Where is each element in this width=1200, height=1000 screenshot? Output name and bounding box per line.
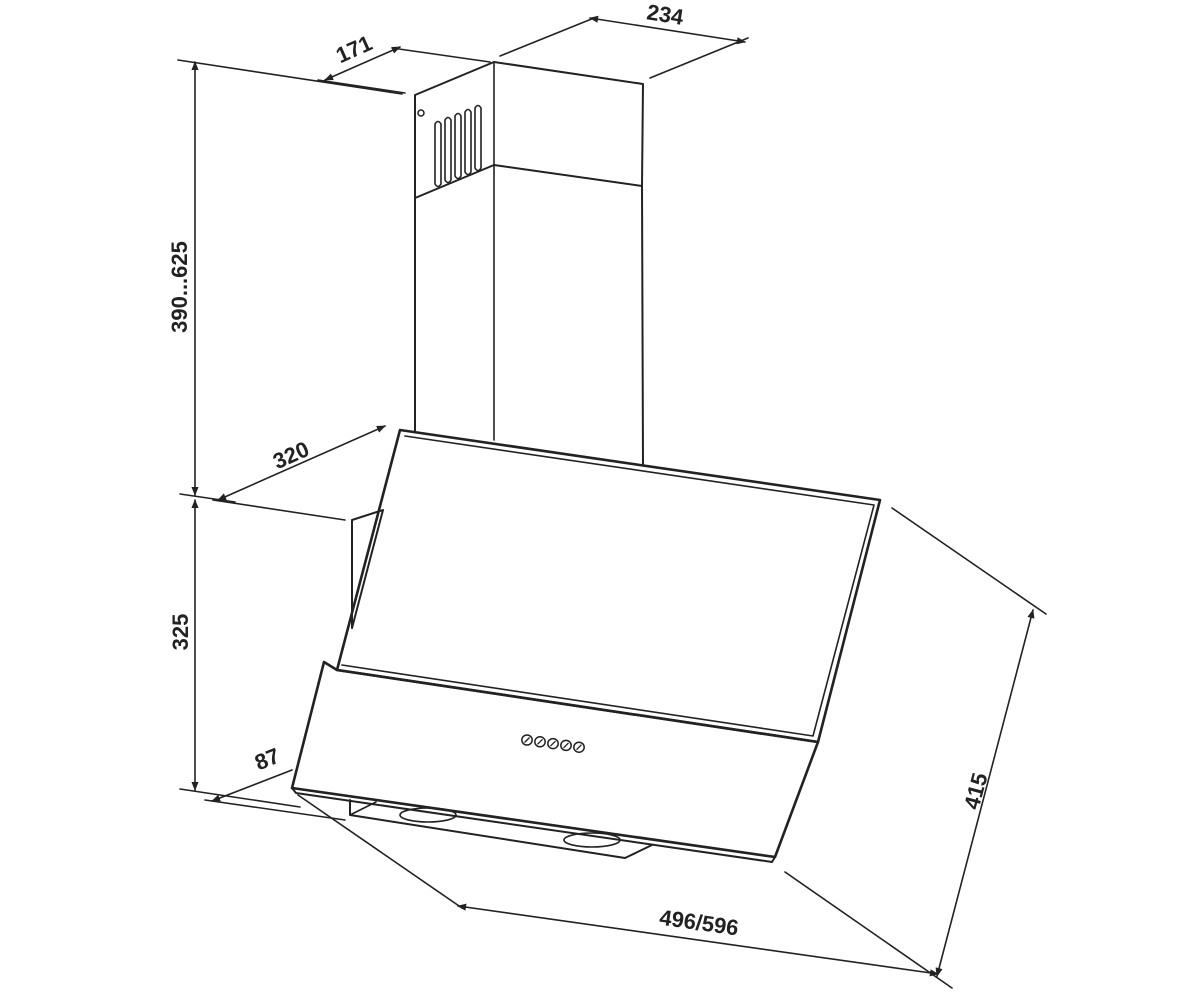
label-325: 325 [168,614,193,651]
hood-glass-panel [335,428,882,744]
dim-415 [935,609,1035,977]
label-320: 320 [269,436,313,474]
control-button [521,734,533,746]
control-button-mark [537,738,543,745]
dimension-lines [177,15,1047,989]
filter-left [399,807,457,823]
ext-325-bottom [179,788,301,808]
label-496-596: 496/596 [658,905,740,941]
dim-320 [217,425,386,501]
ext-496-right [784,871,953,989]
control-buttons [521,734,585,753]
ext-171-b [391,47,491,63]
chimney-upper-outline [414,61,644,199]
ext-415-top [891,507,1047,615]
label-390-625: 390...625 [167,241,192,333]
control-button-mark [550,740,556,747]
control-button-mark [563,742,569,749]
hood-base [290,660,820,863]
dim-496 [457,903,939,977]
ext-390-top [177,59,403,95]
ext-390-bottom [179,493,236,503]
ext-496-left [297,794,463,909]
ext-171-a [317,79,406,94]
chimney [414,61,644,466]
dim-87 [211,769,293,802]
chimney-vent-slots [434,104,482,188]
dim-171 [324,46,401,81]
label-234: 234 [645,0,686,30]
control-button-mark [576,744,582,751]
ext-87-a [204,799,346,821]
hood-underside [349,799,653,859]
ext-320-a [212,499,346,521]
filter-right [563,832,621,848]
control-button [534,736,546,748]
label-87: 87 [251,743,283,775]
hood-side [351,509,384,629]
ext-234-a [499,17,595,57]
control-button [560,739,572,752]
control-button [573,741,585,753]
label-171: 171 [332,30,376,68]
control-button [547,737,559,750]
ext-234-b [649,37,749,79]
control-button-mark [524,737,530,743]
chimney-lower-outline [414,185,644,466]
dim-234 [589,15,746,45]
dimension-labels: 171 234 390...625 320 325 87 496/596 415 [167,0,993,940]
chimney-screw [417,109,425,117]
label-415: 415 [959,770,993,812]
